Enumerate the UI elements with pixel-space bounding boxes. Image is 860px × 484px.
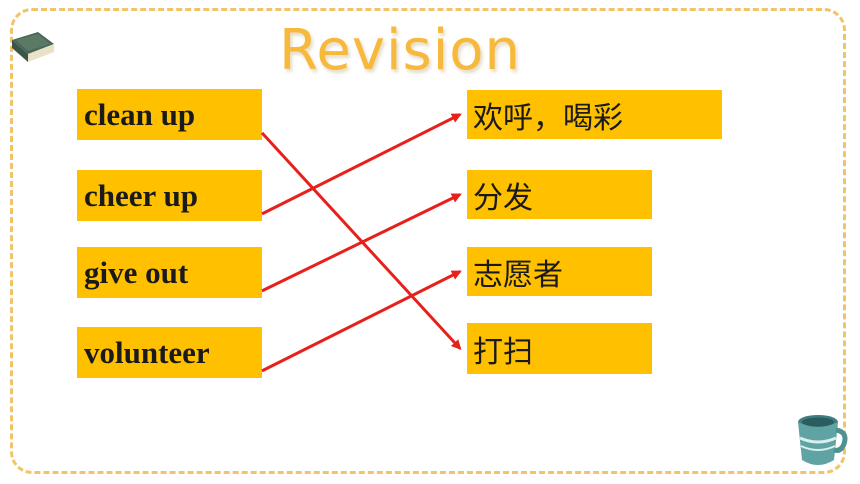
left-item-clean-up[interactable]: clean up [77,89,262,140]
right-item-label: 欢呼，喝彩 [473,100,623,136]
match-arrow-3-to-2 [261,270,462,373]
page-title: Revision [278,18,522,83]
left-item-volunteer[interactable]: volunteer [77,327,262,378]
left-item-give-out[interactable]: give out [77,247,262,298]
left-item-label: clean up [84,96,196,132]
right-item-give-out[interactable]: 分发 [467,170,652,219]
left-item-cheer-up[interactable]: cheer up [77,170,262,221]
right-item-label: 打扫 [473,334,533,370]
mug-icon [798,415,848,465]
right-item-label: 志愿者 [473,257,563,293]
left-item-label: volunteer [84,334,210,370]
dashed-frame [10,8,846,474]
right-item-label: 分发 [473,180,533,216]
left-item-label: cheer up [84,177,198,213]
match-arrow-0-to-3 [260,131,462,350]
match-arrow-1-to-0 [261,113,462,216]
match-arrow-2-to-1 [261,193,462,293]
right-item-volunteer[interactable]: 志愿者 [467,247,652,296]
book-icon [12,32,54,62]
right-item-clean[interactable]: 打扫 [467,323,652,374]
right-item-cheer[interactable]: 欢呼，喝彩 [467,90,722,139]
left-item-label: give out [84,254,189,290]
